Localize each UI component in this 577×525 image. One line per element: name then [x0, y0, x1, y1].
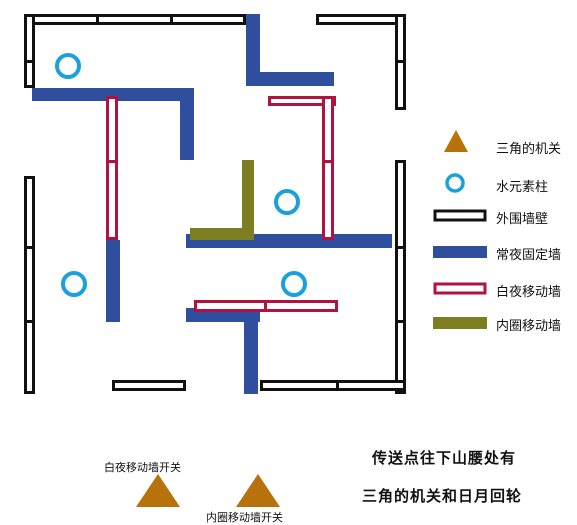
fixed-wall-segment — [244, 308, 258, 394]
outer-wall-joint — [24, 60, 35, 63]
outer-wall-joint — [96, 14, 99, 25]
day-night-switch-triangle-icon — [136, 474, 180, 507]
day-night-wall-segment — [106, 96, 118, 240]
olive-bar-icon — [433, 317, 487, 329]
legend-icons — [433, 130, 487, 329]
outer-wall-segment — [24, 176, 35, 394]
day-night-wall-joint — [322, 160, 334, 163]
outer-wall-joint — [336, 380, 339, 391]
outer-wall-joint — [24, 246, 35, 249]
inner-ring-walls — [190, 160, 254, 240]
outer-wall-segment — [260, 380, 406, 391]
outer-wall-segment — [395, 160, 406, 394]
legend-label-outer-wall: 外围墙壁 — [496, 212, 549, 227]
outer-wall-segment — [24, 14, 246, 25]
fixed-wall-segment — [246, 72, 334, 86]
note-line-2: 三角的机关和日月回轮 — [362, 487, 523, 505]
fixed-wall-segment — [106, 240, 120, 322]
day-night-wall-segment — [268, 96, 336, 106]
water-pillar-icon — [55, 53, 81, 79]
switch-icons — [136, 474, 280, 507]
outer-wall-segment — [112, 380, 186, 391]
inner-ring-switch-label: 内圈移动墙开关 — [206, 511, 283, 524]
water-pillar-icon — [281, 271, 307, 297]
legend-label-inner-ring-wall: 内圈移动墙 — [496, 319, 562, 334]
fixed-wall-segment — [246, 14, 260, 86]
outer-wall-joint — [395, 60, 406, 63]
outer-walls — [24, 14, 406, 394]
water-pillars — [55, 53, 307, 297]
water-pillar-icon — [61, 271, 87, 297]
black-outline-bar-icon — [433, 209, 487, 222]
day-night-wall-segment — [322, 96, 334, 240]
outer-wall-joint — [395, 320, 406, 323]
blue-bar-icon — [433, 246, 487, 258]
legend-label-water-pillar: 水元素柱 — [496, 180, 549, 195]
inner-ring-wall-segment — [242, 160, 254, 240]
day-night-wall-joint — [106, 160, 118, 163]
fixed-wall-segment — [180, 88, 194, 160]
inner-ring-switch-triangle-icon — [236, 474, 280, 507]
outer-wall-segment — [24, 14, 35, 88]
blue-ring-icon — [445, 173, 465, 193]
water-pillar-icon — [274, 189, 300, 215]
day-night-switch-label: 白夜移动墙开关 — [104, 461, 181, 474]
day-night-wall-joint — [264, 300, 267, 312]
legend-label-day-night-wall: 白夜移动墙 — [496, 285, 562, 300]
legend-label-fixed-wall: 常夜固定墙 — [496, 248, 562, 263]
outer-wall-segment — [316, 14, 404, 25]
inner-ring-wall-segment — [190, 228, 254, 240]
note-line-1: 传送点往下山腰处有 — [372, 449, 517, 467]
outer-wall-joint — [395, 246, 406, 249]
red-outline-bar-icon — [433, 282, 487, 295]
day-night-walls — [106, 96, 338, 312]
fixed-walls — [32, 14, 392, 394]
fixed-wall-segment — [32, 88, 194, 101]
legend-label-triangle-switch: 三角的机关 — [496, 142, 562, 157]
brown-triangle-icon — [444, 130, 468, 152]
outer-wall-joint — [24, 320, 35, 323]
outer-wall-joint — [170, 14, 173, 25]
